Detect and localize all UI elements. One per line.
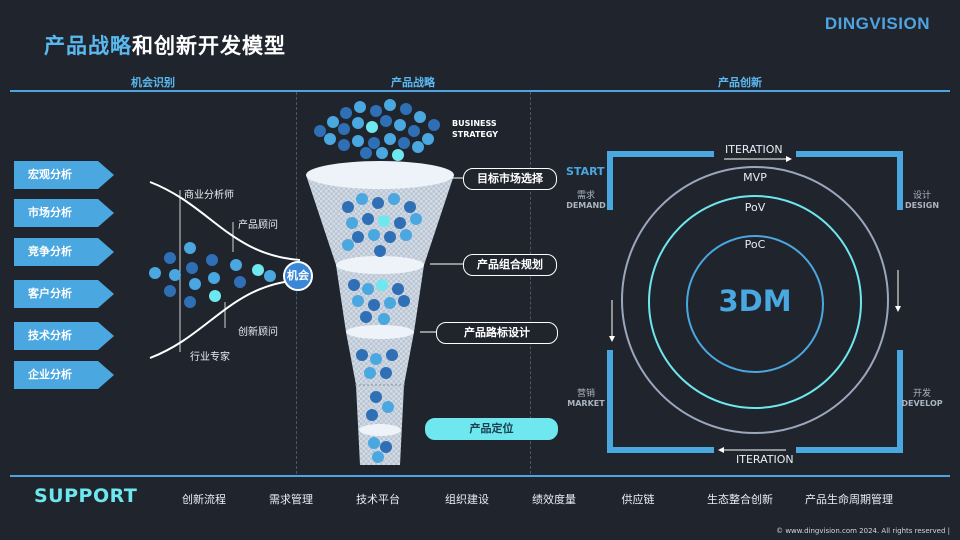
market-cn: 营销 [576, 389, 595, 399]
design-en: DESIGN [904, 201, 940, 210]
section-innovation: 产品创新 [718, 76, 762, 89]
business-strategy-label: BUSINESS STRATEGY [452, 118, 498, 140]
divider-right [530, 92, 531, 474]
title-highlight: 产品战略 [44, 34, 132, 58]
label-innovation-consultant: 创新顾问 [238, 327, 278, 338]
iteration-top-label: ITERATION [725, 143, 783, 156]
bottom-divider [10, 475, 950, 477]
copyright: © www.dingvision.com 2024. All rights re… [776, 527, 950, 535]
phase-demand: 需求 DEMAND [562, 188, 610, 210]
section-strategy: 产品战略 [391, 76, 435, 89]
pill-portfolio-planning: 产品组合规划 [463, 254, 557, 276]
arrow-market-analysis: 市场分析 [14, 199, 114, 227]
support-performance: 绩效度量 [532, 493, 576, 506]
ring-pov-label: PoV [744, 201, 766, 214]
top-divider [10, 90, 950, 92]
strategy-funnel-graphic [306, 99, 454, 465]
ring-poc-label: PoC [744, 238, 766, 251]
phase-design: 设计 DESIGN [898, 188, 946, 210]
label-product-consultant: 产品顾问 [238, 220, 278, 231]
support-org-building: 组织建设 [445, 493, 489, 506]
arrow-enterprise-analysis: 企业分析 [14, 361, 114, 389]
support-supply-chain: 供应链 [621, 493, 655, 506]
arrow-technology-analysis: 技术分析 [14, 322, 114, 350]
opportunity-node: 机会 [283, 261, 313, 291]
start-label: START [566, 165, 605, 178]
demand-cn: 需求 [576, 191, 595, 201]
demand-en: DEMAND [566, 201, 606, 210]
support-plm: 产品生命周期管理 [805, 493, 893, 506]
phase-market: 营销 MARKET [562, 386, 610, 408]
title-rest: 和创新开发模型 [132, 34, 286, 58]
brand-logo: DINGVISION [824, 14, 930, 33]
support-tech-platform: 技术平台 [356, 493, 400, 506]
innovation-3dm-graphic [607, 151, 903, 453]
pill-target-market: 目标市场选择 [463, 168, 557, 190]
design-cn: 设计 [912, 191, 931, 201]
market-en: MARKET [567, 399, 605, 408]
ring-mvp-label: MVP [743, 171, 767, 184]
opportunity-funnel-graphic [149, 181, 301, 359]
support-innovation-process: 创新流程 [182, 493, 226, 506]
section-opportunity: 机会识别 [131, 76, 175, 89]
pill-connectors [420, 177, 464, 333]
develop-cn: 开发 [912, 389, 931, 399]
center-3dm: 3DM [718, 284, 792, 318]
arrow-competition-analysis: 竞争分析 [14, 238, 114, 266]
business-strategy-line1: BUSINESS [452, 119, 497, 128]
support-requirement-mgmt: 需求管理 [269, 493, 313, 506]
page-title: 产品战略和创新开发模型 [44, 30, 286, 60]
develop-en: DEVELOP [901, 399, 943, 408]
label-industry-expert: 行业专家 [190, 352, 230, 363]
phase-develop: 开发 DEVELOP [898, 386, 946, 408]
pill-roadmap-design: 产品路标设计 [436, 322, 558, 344]
support-ecosystem: 生态整合创新 [707, 493, 773, 506]
pill-positioning: 产品定位 [425, 418, 558, 440]
label-business-analyst: 商业分析师 [184, 190, 234, 201]
iteration-bottom-label: ITERATION [736, 453, 794, 466]
support-title: SUPPORT [34, 485, 138, 507]
arrow-customer-analysis: 客户分析 [14, 280, 114, 308]
business-strategy-line2: STRATEGY [452, 130, 499, 139]
arrow-macro-analysis: 宏观分析 [14, 161, 114, 189]
